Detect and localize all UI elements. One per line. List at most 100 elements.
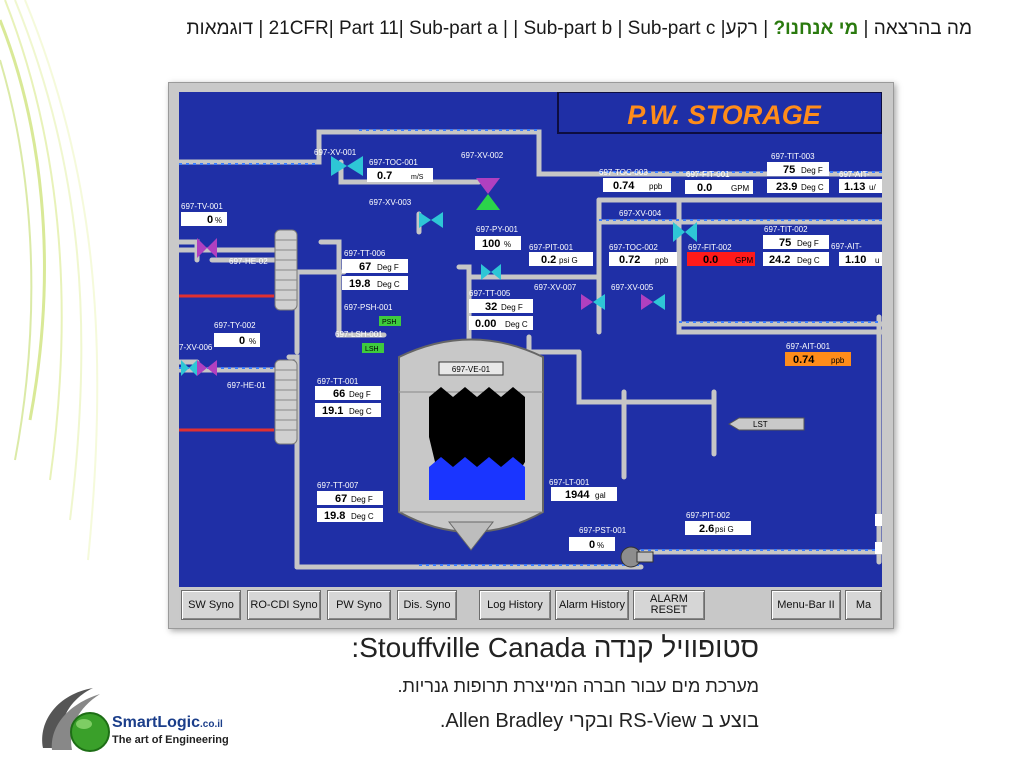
svg-text:ppb: ppb [831, 356, 845, 365]
svg-text:%: % [215, 216, 222, 225]
svg-text:Deg C: Deg C [377, 280, 400, 289]
svg-text:psi G: psi G [559, 256, 578, 265]
svg-text:75: 75 [783, 164, 795, 176]
svg-text:%: % [249, 337, 256, 346]
svg-text:Deg F: Deg F [377, 263, 399, 272]
svg-text:697-XV-003: 697-XV-003 [369, 198, 412, 207]
svg-text:697-HE-01: 697-HE-01 [227, 381, 266, 390]
dis-syno-button[interactable]: Dis. Syno [397, 590, 457, 620]
lsh-indicator [362, 343, 384, 353]
nav-part-1[interactable]: מה בהרצאה | [858, 18, 972, 39]
readout-tit002: 75 Deg F [763, 235, 829, 249]
log-history-button[interactable]: Log History [479, 590, 551, 620]
valve-xv004[interactable] [673, 222, 697, 242]
svg-text:Deg F: Deg F [797, 239, 819, 248]
valve-xv007[interactable] [581, 294, 605, 310]
sw-syno-button[interactable]: SW Syno [181, 590, 241, 620]
svg-text:67: 67 [359, 261, 371, 273]
svg-text:697-XV-002: 697-XV-002 [461, 151, 504, 160]
main-button[interactable]: Ma [845, 590, 882, 620]
readout-tv001: 0% [181, 212, 227, 226]
svg-text:697-TIT-003: 697-TIT-003 [771, 152, 815, 161]
svg-text:697-TT-007: 697-TT-007 [317, 481, 359, 490]
readout-tt001c: 19.1 Deg C [315, 403, 381, 417]
edge-box-1 [875, 514, 883, 526]
svg-text:100: 100 [482, 238, 500, 250]
svg-text:Deg C: Deg C [801, 183, 824, 192]
tank-tag-box [438, 361, 504, 376]
hmi-diagram: P.W. STORAGE [176, 91, 885, 570]
svg-text:697-XV-004: 697-XV-004 [619, 209, 662, 218]
svg-text:1944: 1944 [565, 489, 590, 501]
storage-tank[interactable] [398, 338, 544, 551]
svg-text:0.2: 0.2 [541, 254, 556, 266]
svg-text:ppb: ppb [655, 256, 669, 265]
svg-text:%: % [597, 541, 604, 550]
svg-text:gal: gal [595, 491, 606, 500]
valve-xv003[interactable] [419, 212, 443, 228]
valve-tv001[interactable] [197, 238, 217, 258]
valve-xv002[interactable] [476, 178, 500, 210]
tank-tag: 697-VE-01 [452, 365, 491, 374]
svg-text:%: % [504, 240, 511, 249]
svg-text:0.0: 0.0 [703, 254, 718, 266]
svg-text:697-TT-001: 697-TT-001 [317, 377, 359, 386]
smartlogic-logo-icon [42, 688, 110, 752]
psh-indicator [379, 316, 401, 326]
svg-text:23.9: 23.9 [776, 181, 797, 193]
svg-text:19.1: 19.1 [322, 405, 343, 417]
pw-syno-button[interactable]: PW Syno [327, 590, 391, 620]
caption-technology: בוצע ב RS-View ובקרי Allen Bradley. [439, 710, 759, 732]
valve-ty002[interactable] [197, 360, 217, 376]
svg-text:697-TOC-003: 697-TOC-003 [599, 168, 648, 177]
ro-cdi-syno-button[interactable]: RO-CDI Syno [247, 590, 321, 620]
svg-text:697-PSH-001: 697-PSH-001 [344, 303, 393, 312]
valve-xv001[interactable] [331, 156, 363, 176]
pump-icon[interactable] [620, 546, 654, 568]
menu-bar-ii-button[interactable]: Menu-Bar II [771, 590, 841, 620]
svg-text:75: 75 [779, 237, 791, 249]
readout-tit003c: 23.9 Deg C [767, 179, 829, 193]
svg-text:0.0: 0.0 [697, 182, 712, 194]
readout-fit002-alarm: 0.0 GPM [687, 252, 755, 266]
svg-text:32: 32 [485, 301, 497, 313]
svg-text:19.8: 19.8 [324, 510, 345, 522]
nav-part-2[interactable]: | רקע| 21CFR| Part 11| Sub-part a | | Su… [186, 18, 774, 39]
svg-text:Deg F: Deg F [801, 166, 823, 175]
valve-xv006[interactable] [181, 360, 197, 376]
alarm-reset-button[interactable]: ALARM RESET [633, 590, 705, 620]
svg-text:LST: LST [753, 420, 768, 429]
svg-text:697-AIT-: 697-AIT- [831, 242, 862, 251]
svg-text:GPM: GPM [735, 256, 754, 265]
valve-xv005[interactable] [641, 294, 665, 310]
valve-py001[interactable] [481, 264, 501, 280]
caption-description: מערכת מים עבור חברה המייצרת תרופות גנריו… [397, 676, 759, 696]
svg-text:0.74: 0.74 [613, 180, 635, 192]
logo-tagline: The art of Engineering [112, 734, 229, 746]
readout-lt001: 1944 gal [551, 487, 617, 501]
tag-labels: 697-XV-001 697-TOC-001 697-XV-002 697-XV… [179, 148, 870, 535]
lst-indicator: LST [728, 417, 805, 431]
svg-text:m/S: m/S [411, 174, 424, 181]
alarm-history-button[interactable]: Alarm History [555, 590, 629, 620]
nav-current-section[interactable]: מי אנחנו? [773, 18, 859, 39]
svg-text:697-PIT-002: 697-PIT-002 [686, 511, 731, 520]
svg-text:697-PIT-001: 697-PIT-001 [529, 243, 574, 252]
svg-text:psi G: psi G [715, 525, 734, 534]
breadcrumb-nav: מה בהרצאה | מי אנחנו? | רקע| 21CFR| Part… [20, 18, 972, 40]
svg-text:697-PY-001: 697-PY-001 [476, 225, 519, 234]
svg-text:PSH: PSH [382, 319, 396, 326]
svg-text:Deg C: Deg C [349, 407, 372, 416]
svg-text:u/: u/ [869, 183, 876, 192]
svg-text:697-FIT-001: 697-FIT-001 [686, 170, 730, 179]
